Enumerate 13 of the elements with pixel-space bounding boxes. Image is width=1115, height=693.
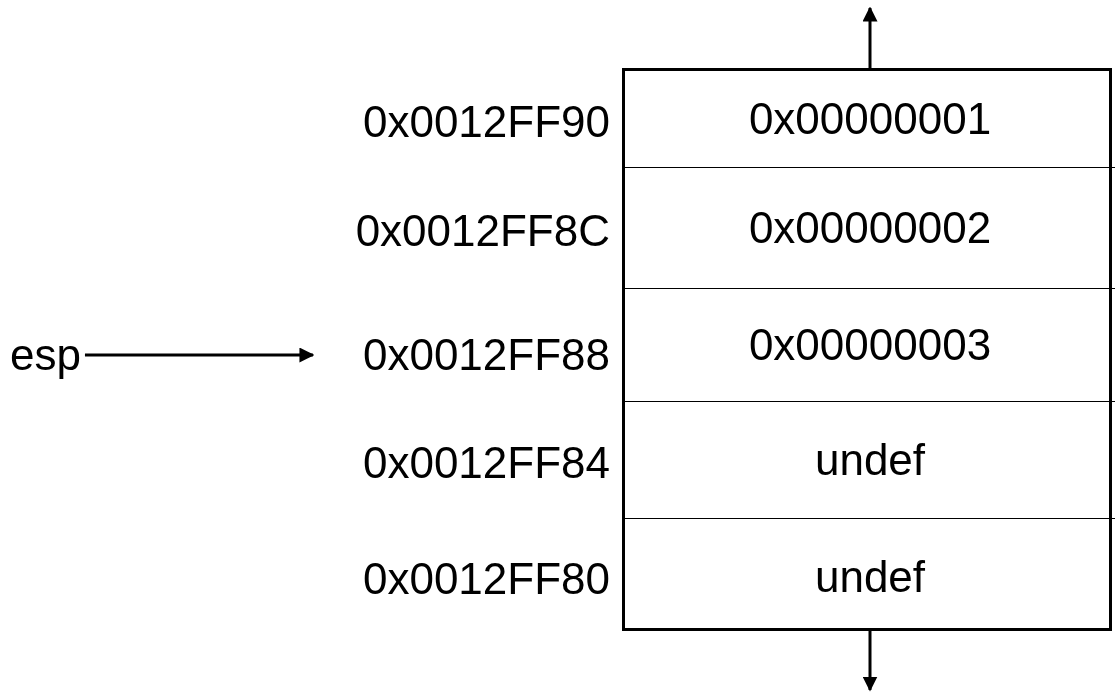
memory-value: undef [814, 554, 926, 599]
stack-frame [622, 68, 1112, 631]
memory-address: 0x0012FF84 [362, 440, 610, 485]
memory-value: 0x00000002 [748, 206, 992, 250]
memory-address: 0x0012FF80 [362, 557, 610, 601]
memory-value: 0x00000003 [748, 323, 992, 367]
memory-address: 0x0012FF88 [362, 333, 610, 377]
register-name: esp [10, 333, 81, 377]
arrow [84, 347, 315, 363]
memory-value: 0x00000001 [748, 97, 992, 141]
memory-address: 0x0012FF90 [362, 100, 610, 144]
memory-address: 0x0012FF8C [355, 208, 610, 253]
memory-value: undef [814, 438, 926, 482]
